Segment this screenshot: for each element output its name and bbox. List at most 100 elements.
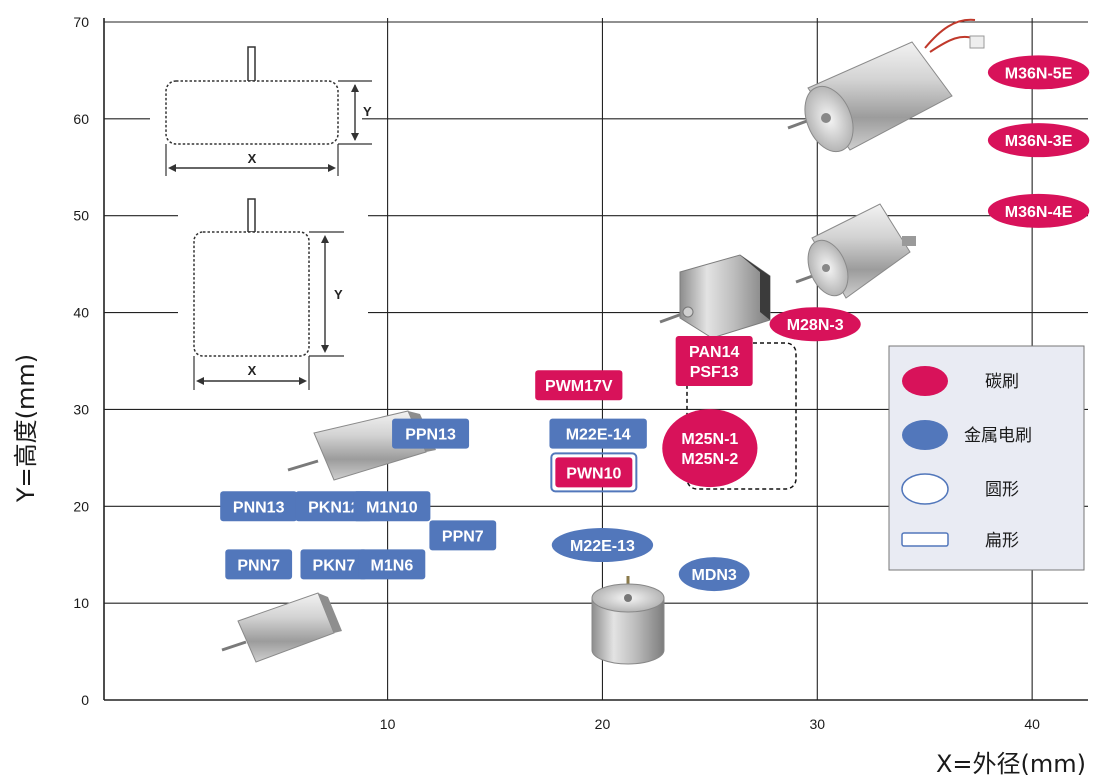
marker-label: MDN3 [691,567,736,584]
round-diagram-y-label: Y [334,287,343,302]
marker-label: PSF13 [690,364,739,381]
marker-m22e-14: M22E-14 [549,418,647,449]
marker-m36n-4e: M36N-4E [987,193,1090,228]
marker-m36n-5e: M36N-5E [987,55,1090,90]
marker-m36n-3e: M36N-3E [987,123,1090,158]
y-tick-label: 40 [73,305,89,321]
marker-label: PKN7 [313,557,356,574]
marker-pkn7: PKN7 [300,549,368,580]
legend-item-flat: 扁形 [901,531,1019,551]
svg-text:碳刷: 碳刷 [985,372,1019,392]
marker-label: M25N-1 [681,431,738,448]
flat-diagram-x-label: X [248,151,257,166]
round-shape-swatch [901,473,949,505]
marker-label: M1N10 [366,499,418,516]
marker-label: M36N-3E [1005,133,1073,150]
y-axis-title: Y=高度(mm) [12,354,40,503]
marker-shape [551,528,654,563]
x-tick-label: 40 [1024,716,1040,732]
marker-label: PNN13 [233,499,285,516]
marker-pnn13: PNN13 [220,491,298,522]
marker-shape [358,549,426,580]
large-round-motor-image [787,18,985,153]
marker-label: M25N-2 [681,451,738,468]
marker-shape [535,370,623,401]
y-tick-label: 70 [73,14,89,30]
flat-shape-swatch [901,532,949,547]
svg-text:金属电刷: 金属电刷 [964,426,1032,446]
marker-label: M36N-5E [1005,65,1073,82]
marker-shape [220,491,298,522]
marker-label: PPN13 [405,427,456,444]
marker-m1n10: M1N10 [353,491,431,522]
marker-shape [769,307,861,342]
marker-label: PWN10 [566,465,621,482]
marker-shape [675,336,753,386]
marker-shape [662,409,758,488]
y-tick-label: 60 [73,111,89,127]
y-tick-label: 20 [73,498,89,514]
marker-m1n6: M1N6 [358,549,426,580]
marker-shape [678,557,750,592]
marker-shape [429,520,497,551]
marker-ppn7: PPN7 [429,520,497,551]
marker-pkn12: PKN12 [295,491,373,522]
marker-label: M22E-13 [570,538,635,555]
svg-text:圆形: 圆形 [985,480,1019,500]
marker-shape [225,549,293,580]
marker-outline [550,452,638,493]
flat-diagram-y-label: Y [363,104,372,119]
x-tick-label: 30 [810,716,826,732]
marker-label: M1N6 [371,557,414,574]
small-round-motor-image [591,576,665,665]
plot-frame [103,18,1088,701]
marker-pwm17v: PWM17V [535,370,623,401]
x-tick-label: 20 [595,716,611,732]
legend-item-metal: 金属电刷 [902,420,1032,450]
marker-pwn10: PWN10 [550,452,638,493]
marker-shape [555,457,633,488]
small-flat-motor-image [221,592,342,663]
marker-shape [987,193,1090,228]
box-motor-image [659,254,771,339]
marker-label: PNN7 [237,557,280,574]
marker-label: M22E-14 [566,427,631,444]
y-tick-label: 50 [73,208,89,224]
x-axis-title: X=外径(mm) [936,750,1086,778]
marker-m28n-3: M28N-3 [769,307,861,342]
y-tick-label: 10 [73,595,89,611]
legend: 碳刷 金属电刷 圆形 扁形 [888,345,1085,571]
marker-shape [987,55,1090,90]
x-tick-label: 10 [380,716,396,732]
marker-label: PAN14 [689,344,739,361]
marker-shape [392,418,470,449]
carbon-brush-swatch [902,366,948,396]
flat-motor-dimension-diagram: Y X [150,40,372,180]
marker-label: PKN12 [308,499,360,516]
marker-label: M36N-4E [1005,204,1073,221]
marker-shape [353,491,431,522]
x-tick-labels: 10 20 30 40 [380,716,1040,732]
medium-round-motor-image [795,203,916,299]
marker-mdn3: MDN3 [678,557,750,592]
metal-brush-swatch [902,420,948,450]
marker-shape [300,549,368,580]
marker-ppn13: PPN13 [392,418,470,449]
legend-item-round: 圆形 [901,473,1019,505]
svg-text:扁形: 扁形 [985,531,1019,551]
legend-item-carbon: 碳刷 [902,366,1019,396]
round-diagram-x-label: X [248,363,257,378]
marker-label: M28N-3 [787,317,844,334]
y-tick-label: 30 [73,401,89,417]
round-motor-dimension-diagram: Y X [178,196,368,394]
marker-label: PPN7 [442,528,484,545]
y-tick-label: 0 [81,692,89,708]
marker-m22e-13: M22E-13 [551,528,654,563]
marker-pnn7: PNN7 [225,549,293,580]
marker-shape [295,491,373,522]
y-tick-labels: 0 10 20 30 40 50 60 70 [73,14,89,708]
